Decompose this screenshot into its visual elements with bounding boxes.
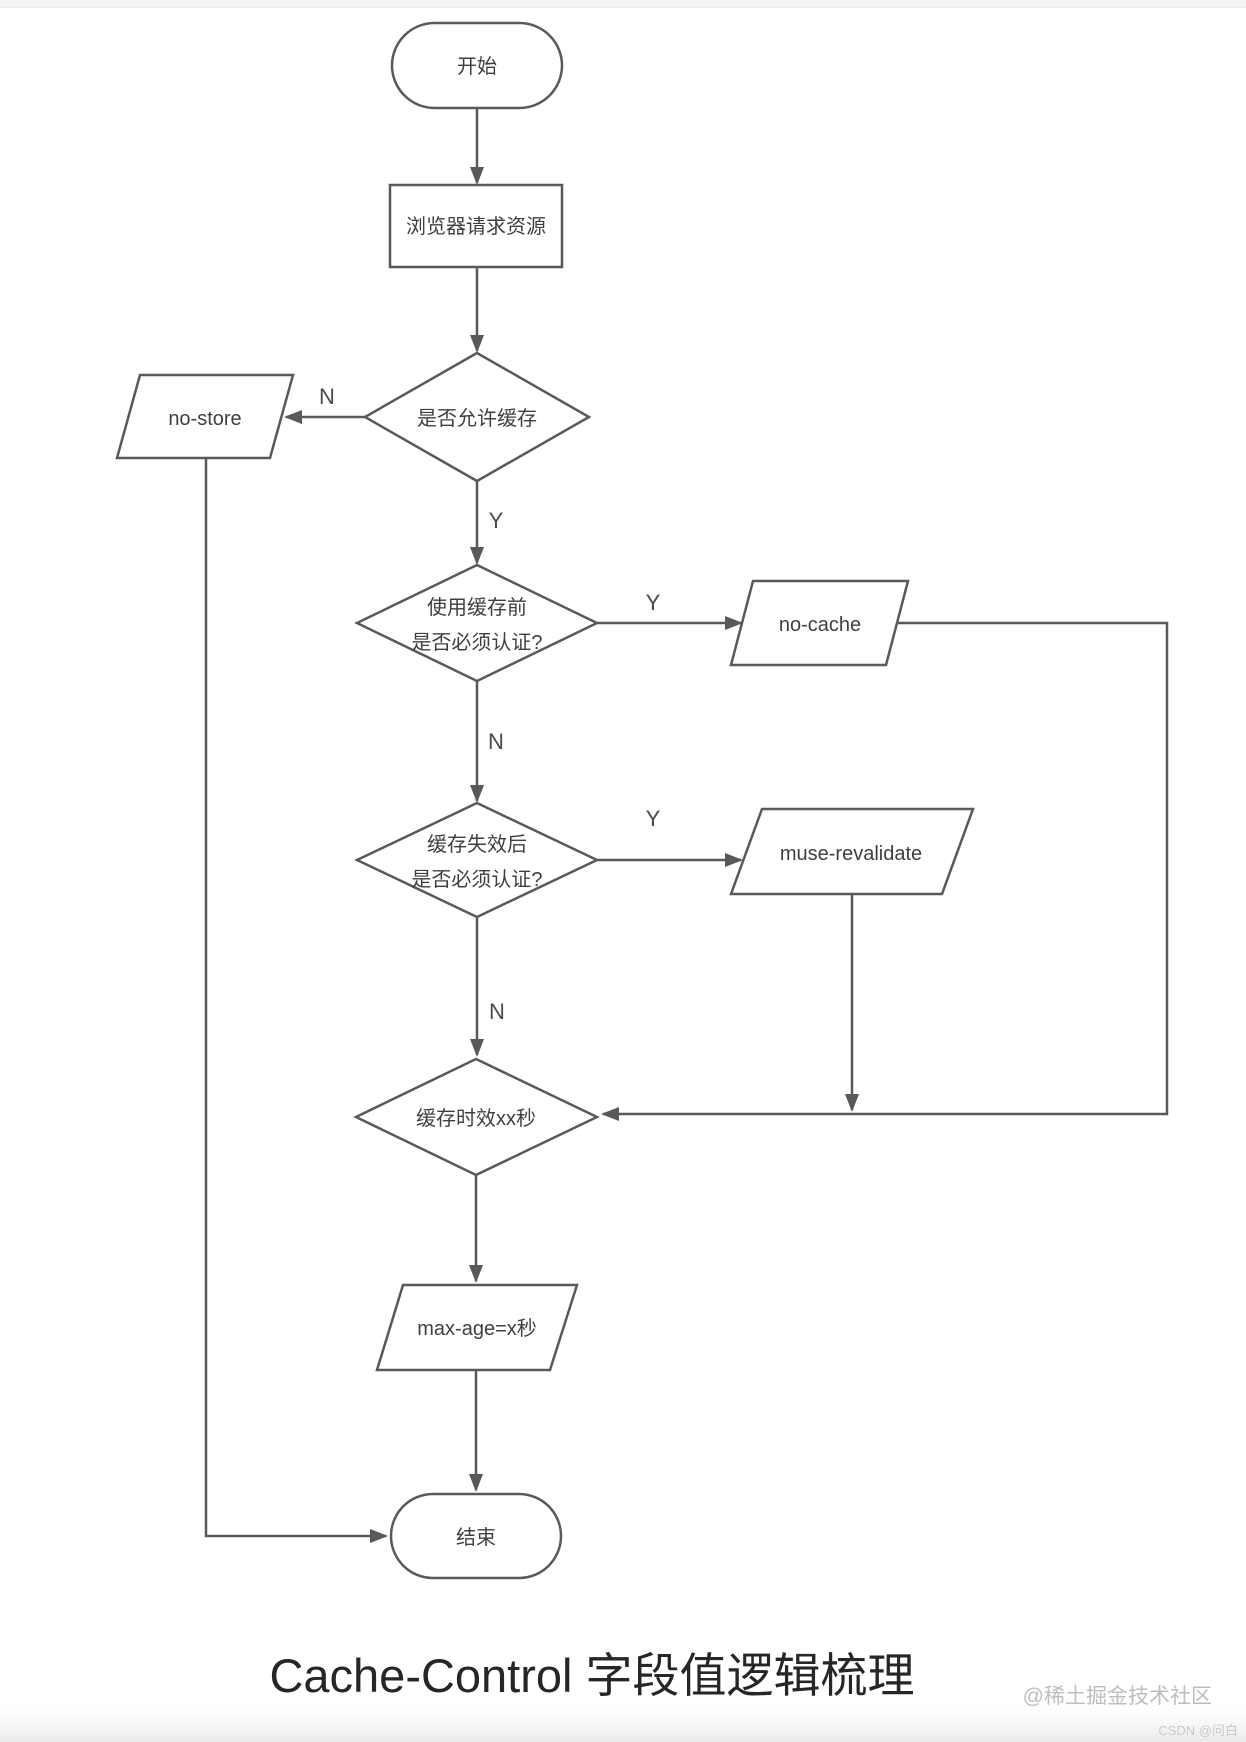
no-cache-label: no-cache bbox=[779, 614, 861, 636]
connector-no-cache-to-cache-ttl bbox=[601, 621, 1169, 1121]
watermark-juejin: @稀土掘金技术社区 bbox=[1023, 1685, 1212, 1708]
edge-label-auth-expire-yes: Y bbox=[646, 806, 661, 831]
request-resource-label: 浏览器请求资源 bbox=[406, 215, 546, 238]
top-edge-strip bbox=[0, 0, 1246, 8]
edge-label-allow-cache-no: N bbox=[319, 384, 335, 409]
end-node bbox=[389, 1492, 563, 1580]
edge-label-auth-before-yes: Y bbox=[646, 590, 661, 615]
no-store-node bbox=[115, 373, 295, 460]
decision-auth-before-use-label-line2: 是否必须认证? bbox=[411, 631, 542, 654]
decision-auth-before-use-node bbox=[354, 563, 600, 683]
edge-label-auth-expire-no: N bbox=[489, 999, 505, 1024]
max-age-label: max-age=x秒 bbox=[417, 1317, 537, 1340]
start-node bbox=[390, 21, 564, 110]
bottom-fade-band bbox=[0, 1698, 1246, 1742]
request-resource-node bbox=[388, 183, 564, 269]
watermark-csdn: CSDN @问白 bbox=[1158, 1723, 1238, 1738]
decision-allow-cache-label: 是否允许缓存 bbox=[417, 407, 537, 430]
muse-revalidate-node bbox=[729, 807, 975, 896]
decision-allow-cache-node bbox=[362, 351, 592, 483]
decision-auth-before-use-label-line1: 使用缓存前 bbox=[427, 596, 527, 619]
connector-no-store-to-end bbox=[204, 458, 388, 1543]
no-cache-node bbox=[729, 579, 910, 667]
decision-cache-ttl-label: 缓存时效xx秒 bbox=[416, 1107, 536, 1130]
muse-revalidate-label: muse-revalidate bbox=[780, 843, 922, 865]
decision-cache-ttl-node bbox=[353, 1057, 600, 1177]
no-store-label: no-store bbox=[168, 408, 241, 430]
max-age-node bbox=[375, 1283, 579, 1372]
edge-label-allow-cache-yes: Y bbox=[489, 508, 504, 533]
diagram-title: Cache-Control 字段值逻辑梳理 bbox=[269, 1649, 914, 1702]
edge-label-auth-before-no: N bbox=[488, 729, 504, 754]
decision-auth-after-expire-label-line1: 缓存失效后 bbox=[427, 833, 527, 856]
end-node-label: 结束 bbox=[456, 1526, 496, 1549]
start-node-label: 开始 bbox=[457, 55, 497, 78]
decision-auth-after-expire-node bbox=[354, 801, 600, 919]
decision-auth-after-expire-label-line2: 是否必须认证? bbox=[411, 868, 542, 891]
